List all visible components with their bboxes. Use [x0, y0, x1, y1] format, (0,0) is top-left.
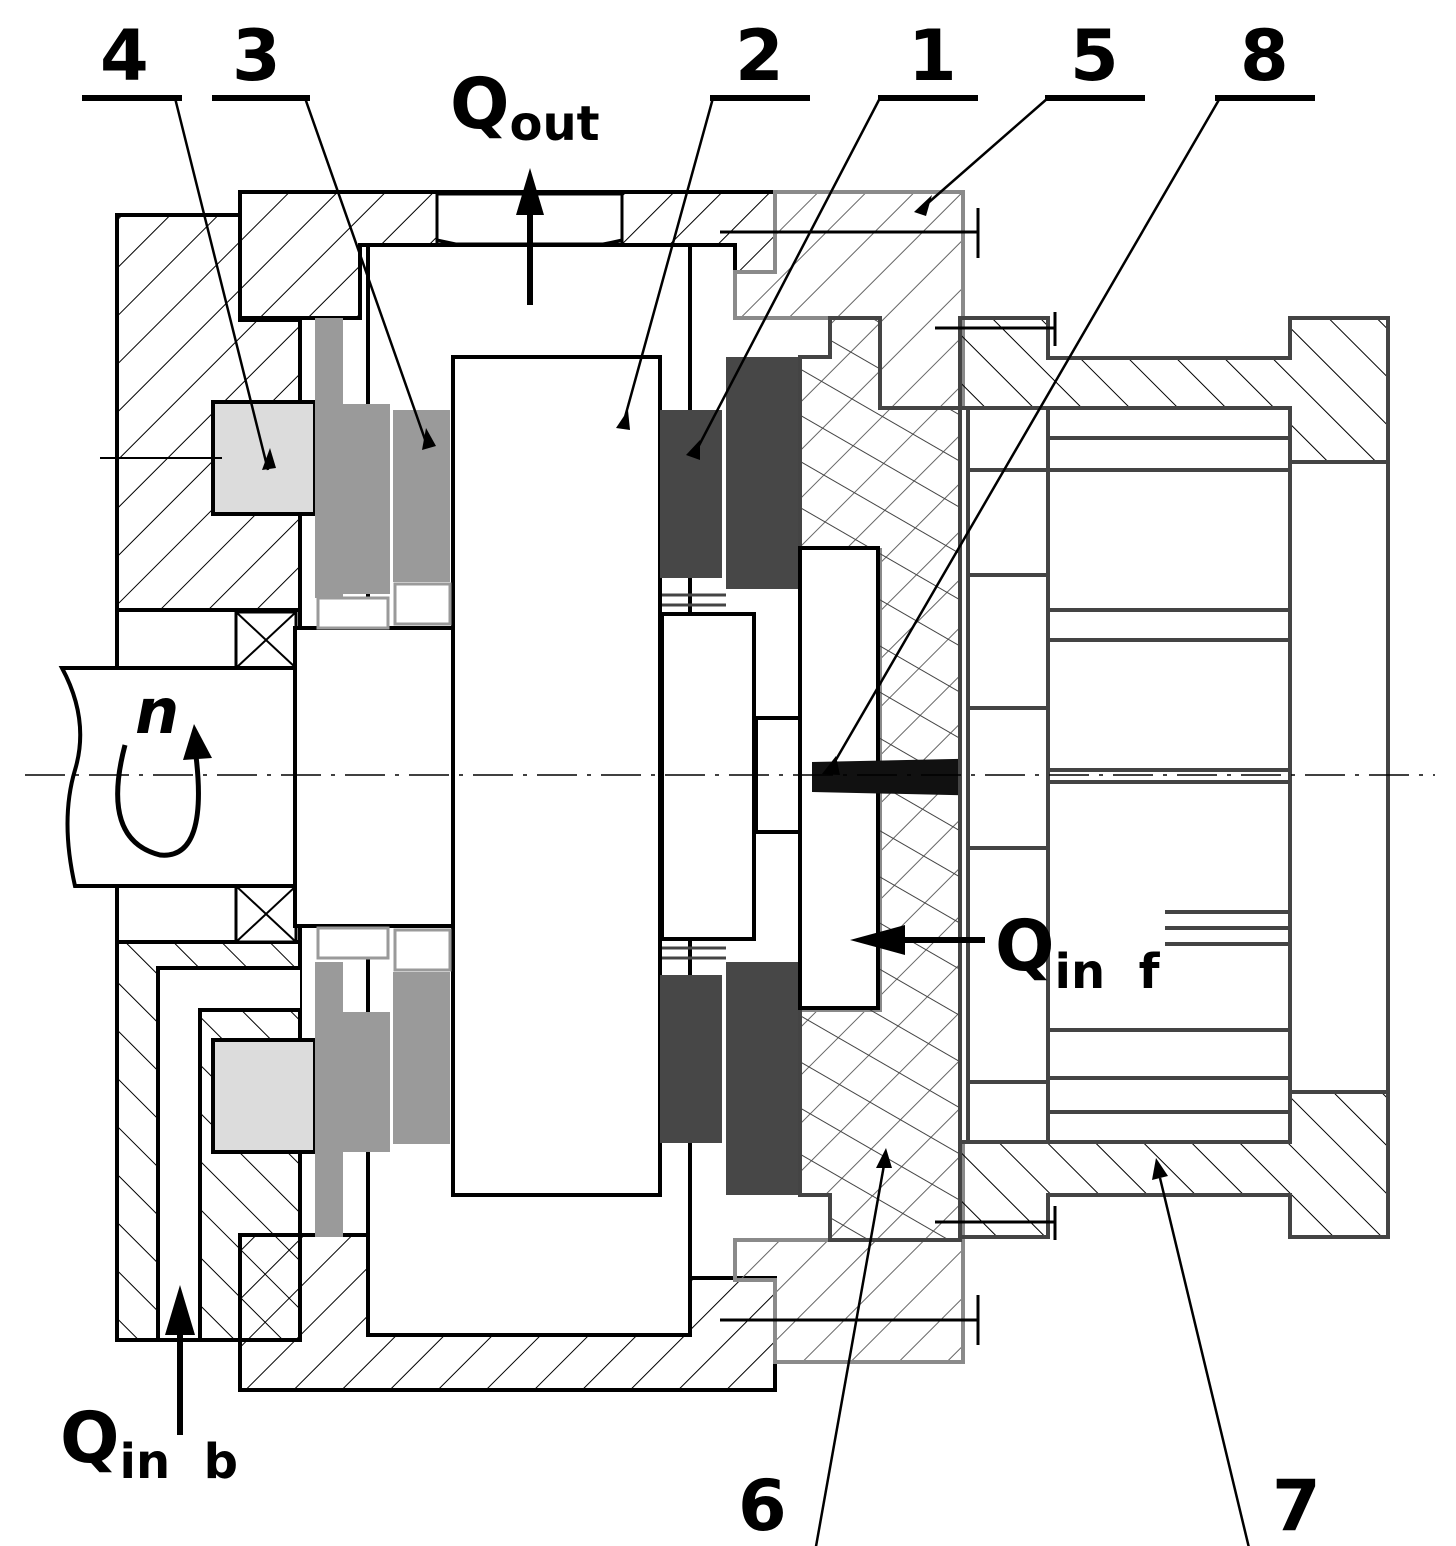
flow-out-label: Qout: [450, 63, 600, 152]
label-part-2: 2: [735, 15, 784, 97]
flow-out-main: Q: [450, 63, 510, 145]
flow-in-back-label: Qin b: [60, 1397, 238, 1490]
bolts: [720, 208, 1057, 1345]
part-3-rings: [315, 318, 452, 1237]
leader-arrowheads: [262, 195, 1168, 1180]
shaft-hub: [293, 626, 455, 928]
part-4-bottom: [211, 1038, 317, 1154]
back-inlet-channel: [156, 966, 300, 1340]
rotation-arrow: [115, 724, 212, 858]
flow-in-front-label: Qin f: [995, 905, 1161, 1000]
leader-lines: [173, 97, 1250, 1546]
label-part-4: 4: [100, 15, 149, 97]
label-part-5: 5: [1070, 15, 1119, 97]
flow-out-sub: out: [510, 96, 600, 152]
bearing-bottom: [234, 884, 298, 944]
inner-sleeve: [660, 612, 756, 941]
front-inlet-arrow: [850, 925, 985, 955]
central-gear-2: [451, 355, 662, 1197]
part-7-housing: [958, 316, 1390, 1239]
bearing-top: [234, 610, 298, 670]
outlet-arrow: [516, 168, 544, 305]
flow-in-front-sub: in f: [1055, 944, 1161, 1000]
back-inlet-arrow: [165, 1285, 195, 1435]
label-part-3: 3: [232, 15, 281, 97]
flow-in-front-main: Q: [995, 905, 1055, 987]
flow-in-back-main: Q: [60, 1397, 120, 1479]
rotation-label: n: [135, 675, 179, 748]
flow-in-back-sub: in b: [120, 1434, 238, 1490]
input-shaft: [58, 666, 297, 888]
label-part-7: 7: [1272, 1465, 1321, 1546]
part-1-rings: [660, 357, 800, 1195]
pin-8: [812, 758, 1000, 796]
label-underlines: [82, 95, 1315, 101]
label-part-1: 1: [908, 15, 957, 97]
label-part-6: 6: [738, 1465, 787, 1546]
label-part-8: 8: [1240, 15, 1289, 97]
